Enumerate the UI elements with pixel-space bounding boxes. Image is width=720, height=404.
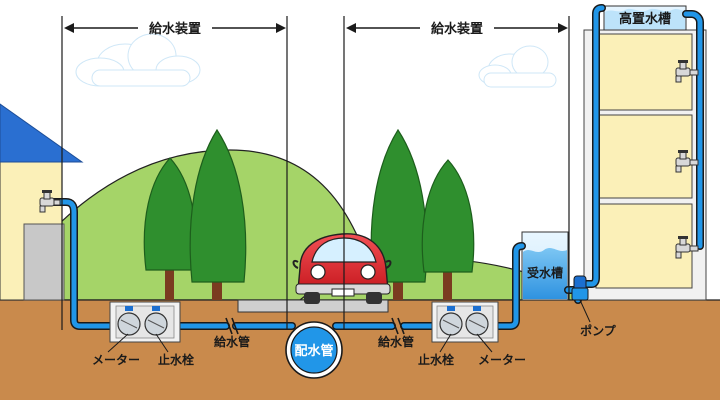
leader-lines — [107, 299, 591, 353]
elevated-tank-label: 高置水槽 — [619, 11, 671, 27]
water-pipes — [48, 4, 704, 330]
faucet-icon — [39, 190, 61, 213]
pump-icon — [571, 275, 589, 301]
distribution-main — [285, 321, 343, 379]
cloud-icon — [478, 45, 557, 88]
supply-device-label-left: 給水装置 — [149, 21, 201, 37]
meter-icon — [117, 306, 141, 336]
cloud-icon — [75, 33, 201, 87]
stop-valve-label-left: 止水栓 — [158, 352, 194, 367]
supply-pipe-label-left: 給水管 — [214, 334, 250, 349]
faucet-icon — [675, 150, 699, 173]
faucet-icon — [675, 60, 699, 83]
tree-icon — [143, 157, 197, 300]
stop-valve-icon — [439, 306, 463, 336]
boundary-lines — [61, 16, 570, 330]
ground — [0, 300, 720, 400]
faucet-icon — [675, 236, 699, 259]
supply-device-label-right: 給水装置 — [431, 21, 483, 37]
meter-label-left: メーター — [92, 353, 140, 367]
tree-icon — [189, 128, 247, 300]
meter-box-right — [431, 301, 499, 343]
car-icon — [292, 233, 392, 304]
meter-box-left — [109, 301, 181, 343]
stop-valve-icon — [144, 306, 168, 336]
distribution-main-label: 配水管 — [294, 343, 333, 359]
range-arrow-left — [64, 23, 286, 33]
meter-label-right: メーター — [478, 353, 526, 367]
supply-pipe-label-right: 給水管 — [378, 334, 414, 349]
receiving-tank-label: 受水槽 — [527, 265, 563, 280]
stop-valve-label-right: 止水栓 — [418, 352, 454, 367]
meter-icon — [465, 306, 489, 336]
elevated-tank — [603, 5, 687, 31]
pipe-break-mark — [225, 317, 405, 335]
tree-icon — [370, 128, 428, 300]
house — [0, 103, 84, 301]
range-arrow-right — [346, 23, 568, 33]
tree-icon — [421, 159, 475, 300]
receiving-tank — [521, 231, 569, 301]
pump-label: ポンプ — [580, 323, 617, 338]
